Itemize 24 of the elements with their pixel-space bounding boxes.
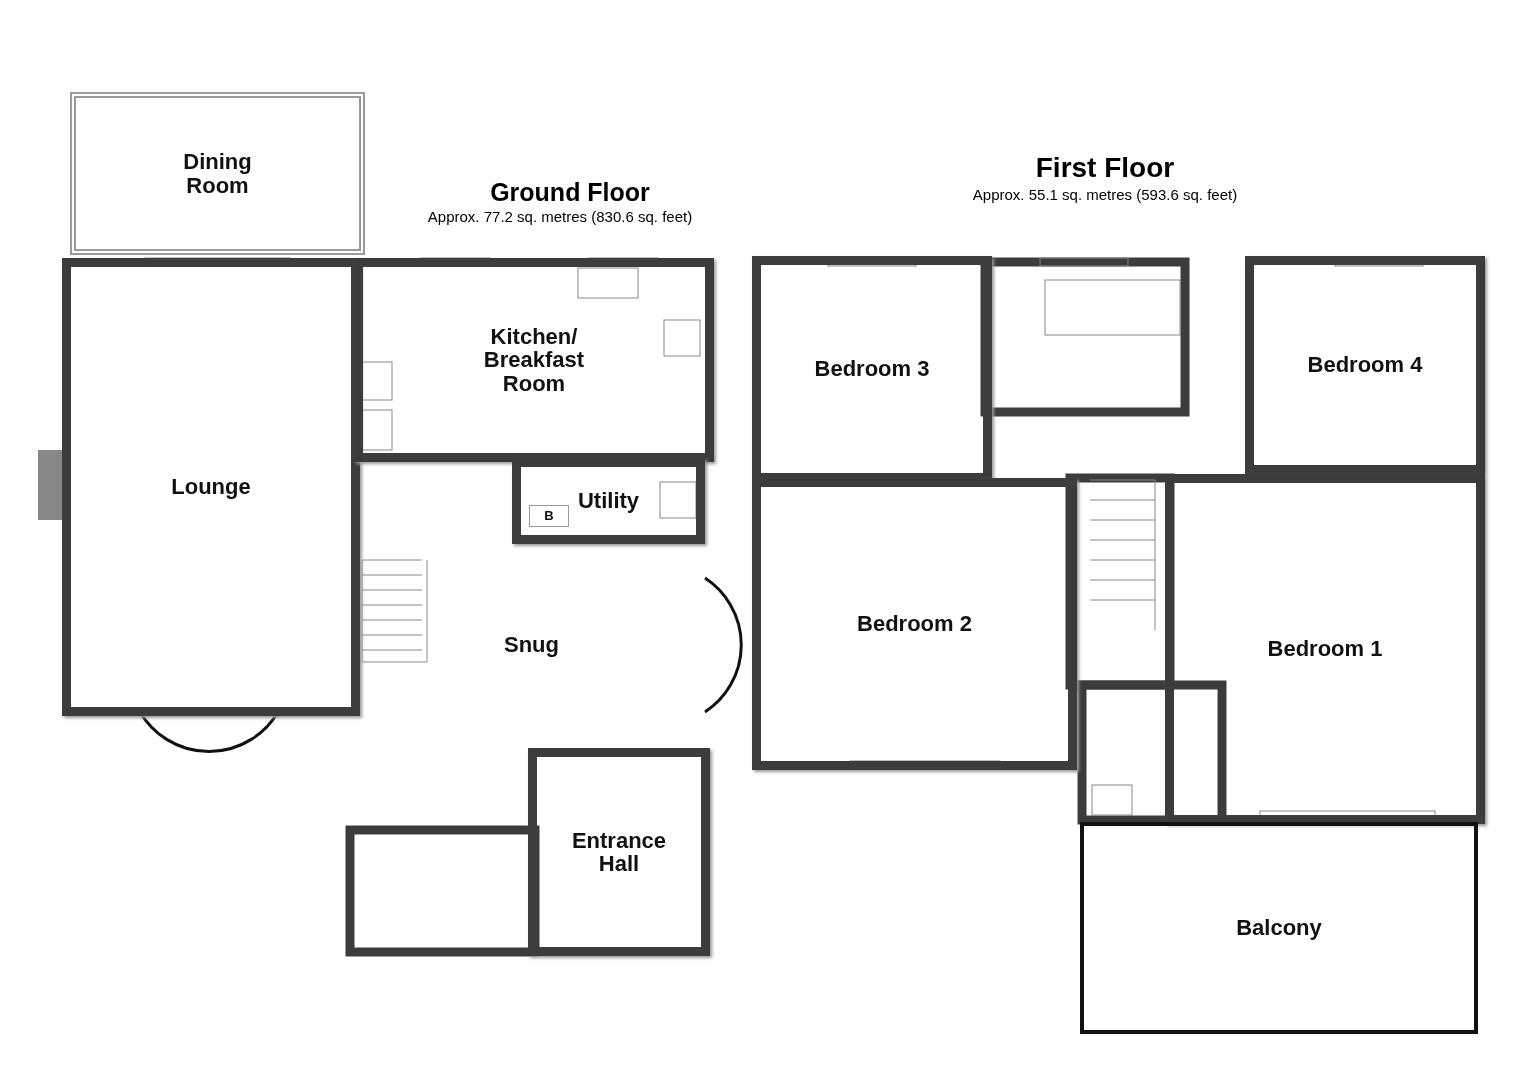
boiler-mark: B [544,509,554,523]
room-name: Bedroom 1 [1267,637,1383,661]
boiler-box [529,505,569,527]
room-name: Dining Room [182,150,253,197]
room-name: Kitchen/ Breakfast Room [482,325,586,395]
room-outline [752,478,1077,770]
room-name: Utility [577,489,640,513]
room-outline [1245,256,1485,474]
floor-heading: Ground Floor [489,178,651,207]
area-note: Approx. 55.1 sq. metres (593.6 sq. feet) [971,186,1239,203]
balcony-outline [1080,822,1478,1034]
room-name: Lounge [171,475,251,499]
floor-heading: First Floor [1034,152,1176,184]
room-name: Bedroom 3 [814,357,930,381]
room-name: Bedroom 4 [1307,353,1423,377]
room-name: Snug [504,633,559,657]
room-outline [70,92,365,255]
room-name: Balcony [1236,916,1322,940]
room-outline [62,258,360,716]
room-outline [528,748,710,956]
room-name: Bedroom 2 [857,612,972,636]
room-outline [1165,474,1485,824]
area-note: Approx. 77.2 sq. metres (830.6 sq. feet) [426,208,694,225]
room-name: Entrance Hall [570,828,668,876]
